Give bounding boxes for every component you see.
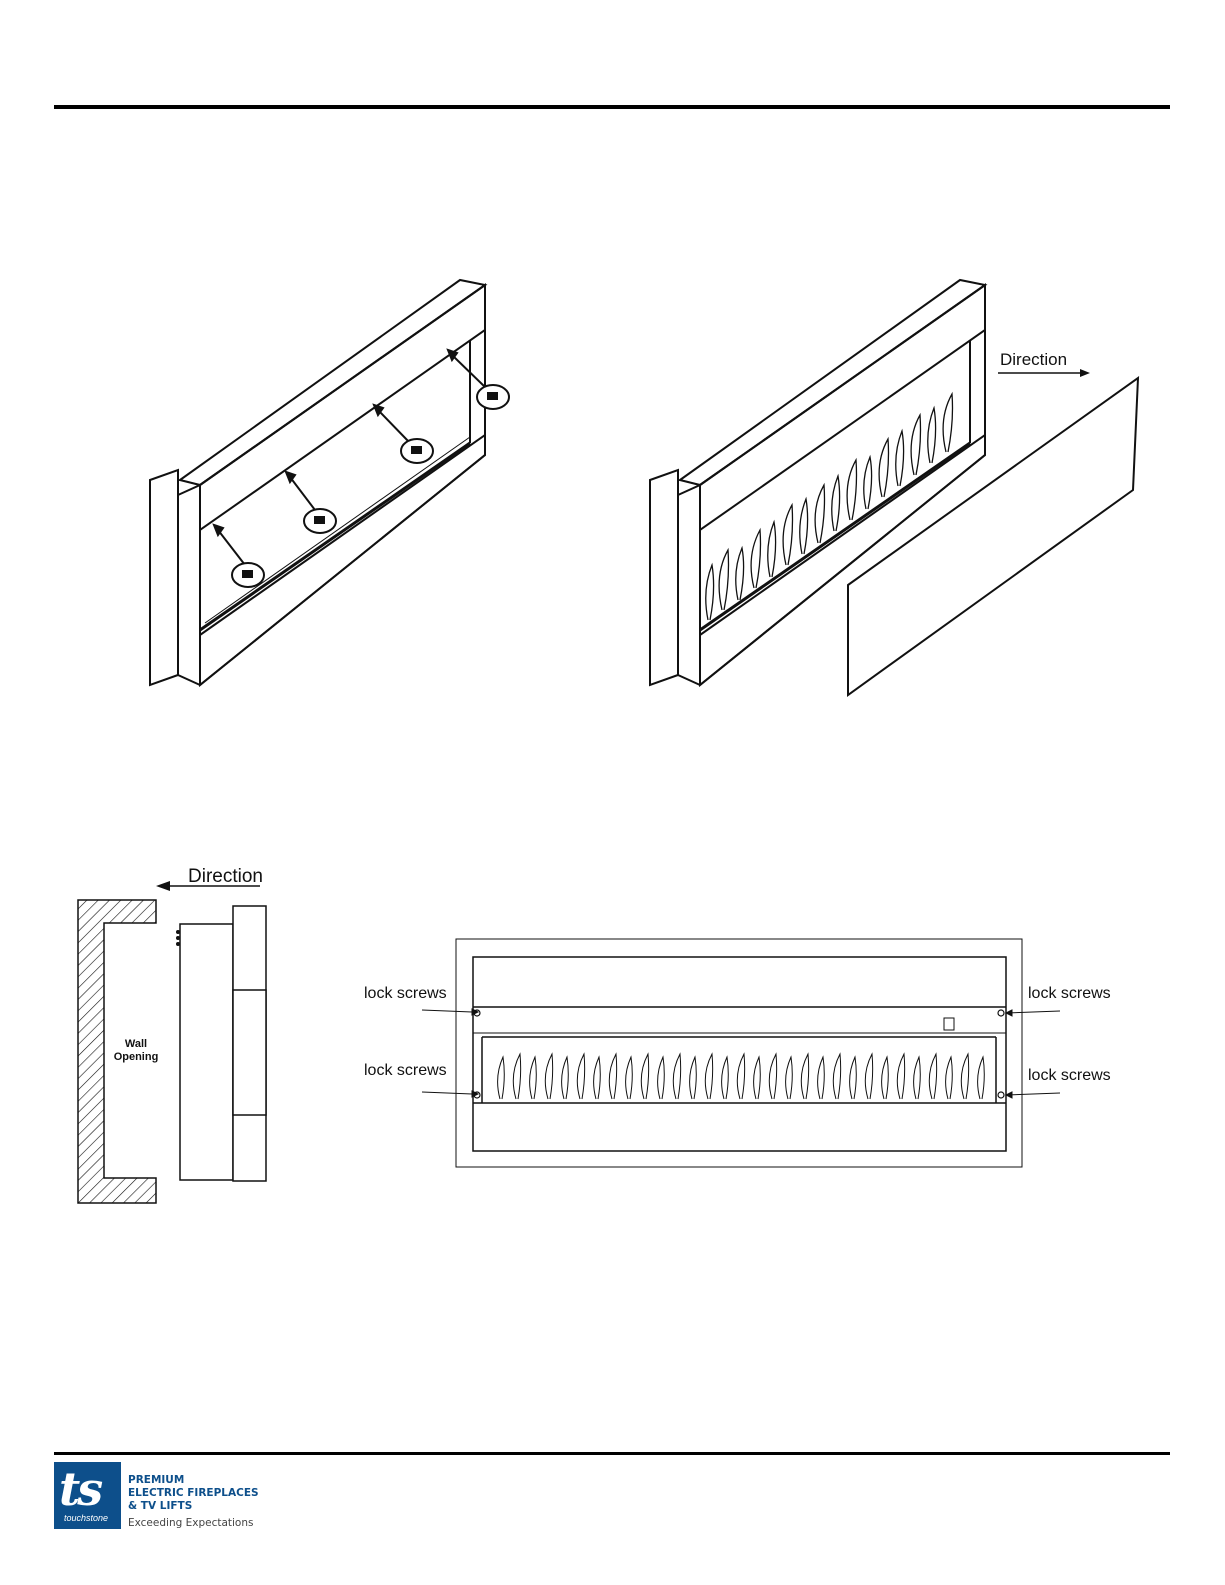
front-flame-pattern bbox=[498, 1054, 985, 1099]
direction-label-side: Direction bbox=[188, 866, 263, 887]
lock-screws-label-top-left: lock screws bbox=[364, 985, 447, 1002]
bottom-rule bbox=[54, 1452, 1170, 1455]
logo-letters: ts bbox=[59, 1462, 100, 1516]
footer-line-2: ELECTRIC FIREPLACES bbox=[128, 1487, 259, 1500]
lock-screws-label-top-right: lock screws bbox=[1028, 985, 1111, 1002]
wall-label-line1: Wall bbox=[125, 1038, 147, 1050]
fireplace-clips-figure bbox=[130, 265, 530, 705]
wall-label-line2: Opening bbox=[114, 1051, 159, 1063]
footer-line-3: & TV LIFTS bbox=[128, 1500, 259, 1513]
footer-line-1: PREMIUM bbox=[128, 1474, 259, 1487]
wall-opening-figure: Wall Opening Direction bbox=[70, 860, 290, 1210]
footer-brand-text: PREMIUM ELECTRIC FIREPLACES & TV LIFTS bbox=[128, 1474, 259, 1513]
direction-label-top: Direction bbox=[1000, 350, 1067, 369]
lock-screws-label-bottom-left: lock screws bbox=[364, 1062, 447, 1079]
footer-tagline: Exceeding Expectations bbox=[128, 1517, 253, 1529]
touchstone-logo: ts touchstone bbox=[54, 1462, 121, 1529]
logo-word: touchstone bbox=[64, 1513, 108, 1523]
glass-removal-figure: Direction bbox=[630, 265, 1150, 705]
top-rule bbox=[54, 105, 1170, 109]
lock-screws-label-bottom-right: lock screws bbox=[1028, 1067, 1111, 1084]
front-view-figure: lock screws lock screws lock screws lock… bbox=[360, 935, 1140, 1175]
